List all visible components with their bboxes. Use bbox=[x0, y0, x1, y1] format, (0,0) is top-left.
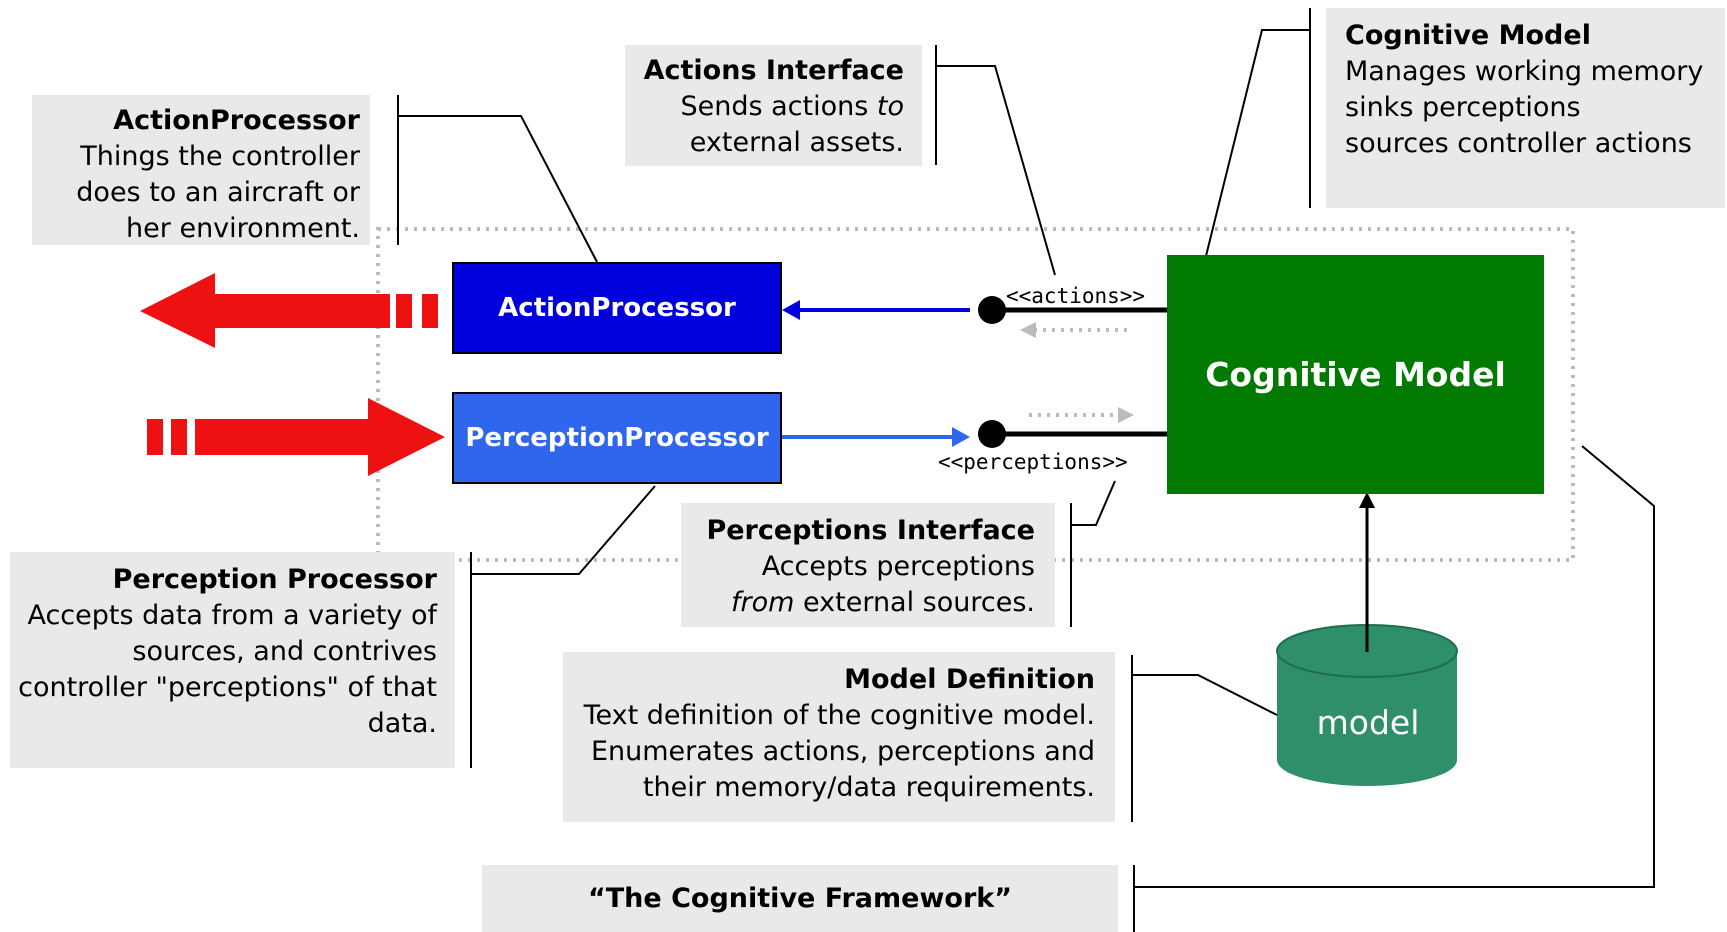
leader-cognitive-model bbox=[1205, 8, 1311, 257]
callout-model-definition-title: Model Definition bbox=[844, 664, 1095, 695]
callout-framework: “The Cognitive Framework” bbox=[482, 865, 1118, 932]
model-to-cognitive-arrow bbox=[1359, 492, 1375, 652]
action-processor-label: ActionProcessor bbox=[498, 293, 736, 323]
leader-model-definition bbox=[1131, 655, 1278, 822]
leader-perceptions-interface bbox=[1070, 480, 1116, 627]
callout-action-processor: ActionProcessor Things the controller do… bbox=[32, 95, 370, 245]
perception-flow-arrow bbox=[782, 427, 970, 447]
leader-perception-processor bbox=[470, 485, 656, 768]
cognitive-model-label: Cognitive Model bbox=[1205, 355, 1506, 394]
callout-actions-interface: Actions Interface Sends actions to exter… bbox=[625, 45, 922, 166]
callout-perceptions-interface-line: Accepts perceptions bbox=[761, 551, 1035, 582]
callout-cognitive-model-title: Cognitive Model bbox=[1345, 20, 1591, 51]
action-flow-arrow bbox=[782, 300, 970, 320]
callout-perception-processor-line: Accepts data from a variety of bbox=[27, 600, 437, 631]
callout-action-processor-line: does to an aircraft or bbox=[76, 177, 360, 208]
callout-perception-processor: Perception Processor Accepts data from a… bbox=[10, 552, 455, 768]
callout-perception-processor-line: data. bbox=[367, 708, 437, 739]
callout-model-definition-line: Text definition of the cognitive model. bbox=[583, 700, 1095, 731]
callout-actions-interface-line: external assets. bbox=[689, 127, 904, 158]
actions-stereotype-label: <<actions>> bbox=[1006, 284, 1146, 308]
callout-actions-interface-line: Sends actions to bbox=[680, 91, 904, 122]
cognitive-model-box: Cognitive Model bbox=[1167, 255, 1544, 494]
model-store-label: model bbox=[1316, 703, 1420, 742]
outgoing-action-arrow bbox=[140, 273, 438, 348]
callout-perceptions-interface: Perceptions Interface Accepts perception… bbox=[681, 503, 1055, 627]
callout-perception-processor-title: Perception Processor bbox=[112, 564, 437, 595]
callout-actions-interface-title: Actions Interface bbox=[643, 55, 904, 86]
incoming-perception-arrow bbox=[147, 398, 445, 476]
perceptions-interface-port bbox=[978, 407, 1167, 448]
actions-interface-port bbox=[978, 296, 1167, 338]
framework-boundary bbox=[376, 227, 1575, 562]
callout-perception-processor-line: sources, and contrives bbox=[132, 636, 437, 667]
callout-perception-processor-line: controller "perceptions" of that bbox=[18, 672, 437, 703]
leader-framework bbox=[1133, 445, 1655, 932]
callout-model-definition-line: Enumerates actions, perceptions and bbox=[590, 736, 1095, 767]
callout-model-definition-line: their memory/data requirements. bbox=[642, 772, 1095, 803]
callout-perceptions-interface-title: Perceptions Interface bbox=[706, 515, 1035, 546]
callout-model-definition: Model Definition Text definition of the … bbox=[563, 652, 1115, 822]
perception-processor-box: PerceptionProcessor bbox=[452, 392, 782, 484]
leader-action-processor bbox=[397, 95, 598, 263]
callout-perceptions-interface-line: from external sources. bbox=[730, 587, 1035, 618]
leader-actions-interface bbox=[935, 45, 1056, 276]
callout-cognitive-model-line: sources controller actions bbox=[1345, 128, 1692, 159]
callout-cognitive-model: Cognitive Model Manages working memory s… bbox=[1326, 8, 1725, 208]
callout-cognitive-model-line: Manages working memory bbox=[1345, 56, 1704, 87]
callout-framework-title: “The Cognitive Framework” bbox=[588, 883, 1012, 914]
callout-action-processor-line: her environment. bbox=[126, 213, 360, 244]
action-processor-box: ActionProcessor bbox=[452, 262, 782, 354]
perception-processor-label: PerceptionProcessor bbox=[465, 423, 769, 453]
callout-action-processor-line: Things the controller bbox=[80, 141, 360, 172]
perceptions-stereotype-label: <<perceptions>> bbox=[938, 450, 1128, 474]
callout-action-processor-title: ActionProcessor bbox=[113, 105, 360, 136]
callout-cognitive-model-line: sinks perceptions bbox=[1345, 92, 1581, 123]
